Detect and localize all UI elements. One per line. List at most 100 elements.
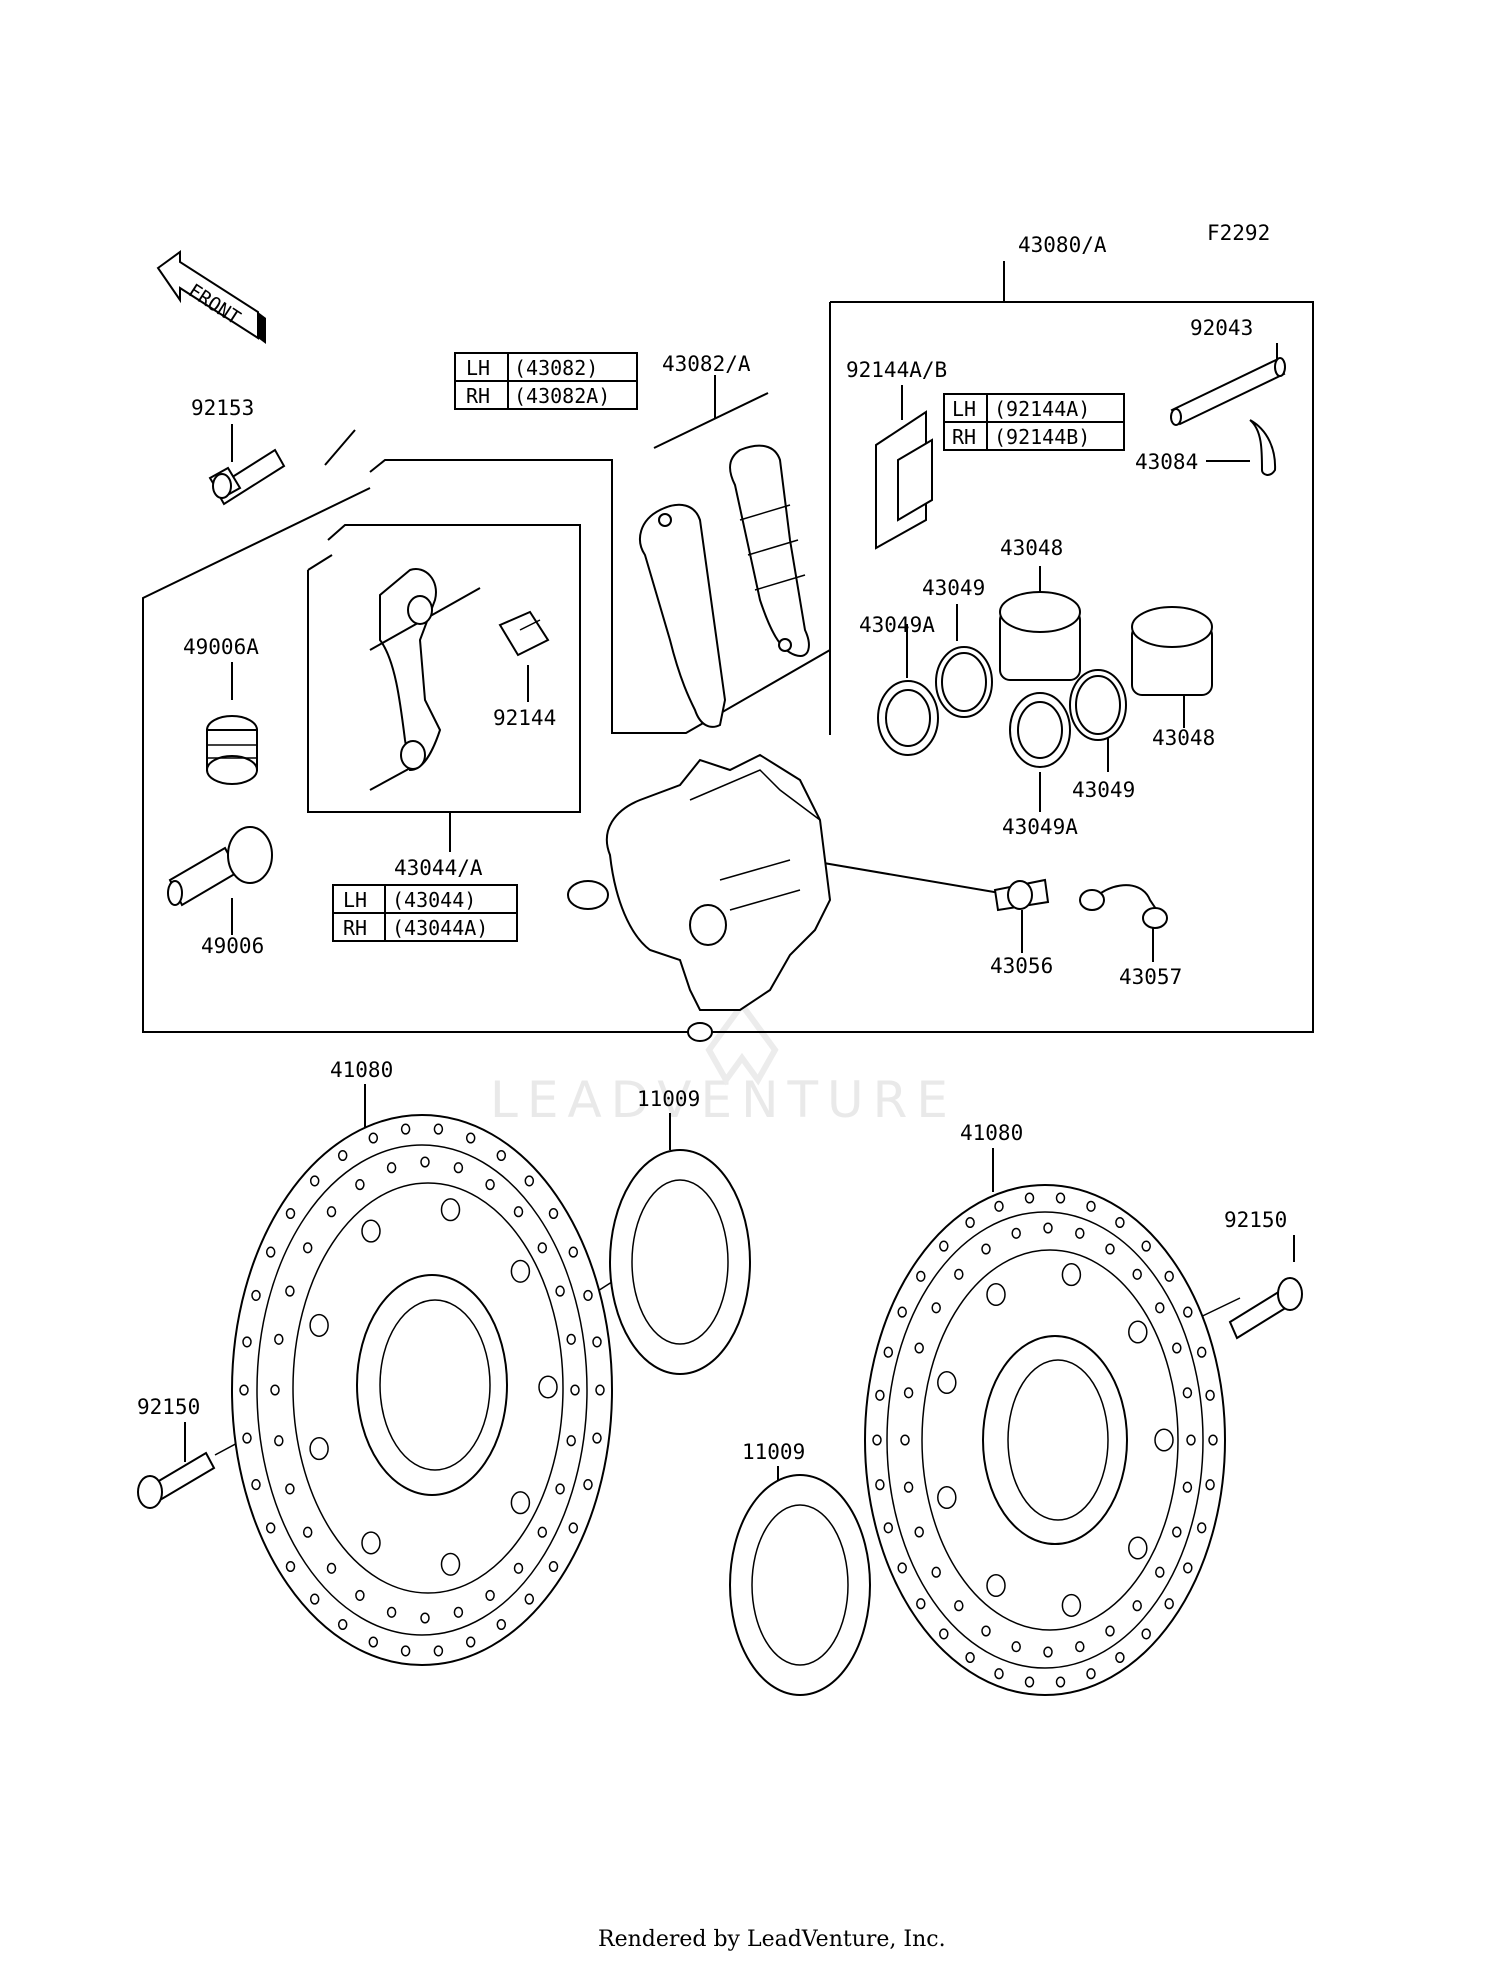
label-92150-right: 92150 [1224,1208,1287,1232]
disc-hole [1154,1428,1174,1452]
bolt-92150-left [137,1451,216,1509]
disc-hole [1183,1306,1193,1318]
label-43057: 43057 [1119,965,1182,989]
label-92150-left: 92150 [137,1395,200,1419]
disc-hole [981,1243,991,1255]
bolt-92150-right [1228,1277,1303,1340]
disc-hole [1132,1268,1142,1280]
disc-hole [555,1483,565,1495]
disc-hole [302,1526,313,1538]
disc-hole [1132,1600,1142,1612]
disc-hole [903,1481,914,1493]
caliper-assembly-box [142,261,1314,1033]
svg-text:(92144A): (92144A) [994,397,1090,421]
svg-text:LEADVENTURE: LEADVENTURE [490,1071,957,1129]
disc-hole [555,1285,565,1297]
label-43056: 43056 [990,954,1053,978]
disc-hole [513,1206,524,1218]
disc-hole [916,1598,926,1610]
disc-shim-11009-top [609,1149,751,1375]
piston-43048-top [999,591,1081,681]
disc-hole [566,1435,576,1447]
disc-hole [592,1432,602,1444]
slide-pin-49006 [167,826,273,907]
disc-hole [568,1522,579,1534]
disc-hole [1128,1320,1148,1344]
disc-hole [242,1432,252,1444]
seal-43049-top [935,646,993,718]
disc-hole [914,1342,924,1354]
disc-hole [937,1485,957,1510]
disc-hole [524,1175,535,1187]
disc-hole [903,1387,914,1399]
label-92043: 92043 [1190,316,1253,340]
svg-text:LH: LH [343,888,367,912]
disc-hole [440,1198,461,1222]
front-arrow-icon: FRONT [156,250,266,344]
disc-hole [1115,1216,1125,1229]
disc-hole [931,1566,941,1578]
disc-hole [538,1375,558,1399]
disc-hole [285,1285,295,1297]
disc-hole [1128,1536,1148,1560]
brake-disc-41080-right [864,1184,1226,1696]
label-43049-bottom: 43049 [1072,778,1135,802]
disc-hole [265,1522,276,1534]
seal-43049-bottom [1069,669,1127,741]
disc-holes-right [872,1192,1218,1688]
disc-hole [361,1531,381,1555]
label-43048-bottom: 43048 [1152,726,1215,750]
disc-hole [1075,1641,1085,1653]
label-92153: 92153 [191,396,254,420]
disc-hole [355,1589,365,1601]
disc-hole [309,1175,320,1187]
disc-hole [1086,1200,1096,1212]
svg-text:(43044A): (43044A) [392,916,488,940]
boot-49006a [206,715,258,785]
disc-hole [242,1336,252,1348]
disc-hole [400,1645,411,1657]
disc-hole [875,1479,885,1491]
footer-credit: Rendered by LeadVenture, Inc. [598,1927,946,1952]
disc-hole [965,1216,975,1229]
disc-hole [326,1562,337,1574]
disc-hole [1075,1227,1085,1239]
disc-hole [994,1668,1004,1680]
disc-hole [1141,1628,1151,1640]
disc-hole [355,1179,365,1191]
disc-hole [1164,1598,1174,1610]
watermark: LEADVENTURE [490,999,957,1129]
disc-hole [251,1289,261,1301]
seal-43049a-bottom [1009,692,1071,768]
disc-hole [285,1483,295,1495]
disc-shim-11009-bottom [729,1474,871,1696]
seal-43049a-top [877,680,939,756]
figure-code: F2292 [1207,221,1270,245]
disc-hole [440,1552,461,1576]
label-92144: 92144 [493,706,556,730]
disc-hole [937,1370,957,1395]
label-43049a-bottom: 43049A [1002,815,1078,839]
label-92144a-b: 92144A/B [846,358,947,382]
label-43049-top: 43049 [922,576,985,600]
disc-hole [309,1593,320,1605]
disc-hole [914,1526,924,1538]
bleeder-valve-43056 [993,878,1050,912]
svg-text:RH: RH [466,384,490,408]
disc-hole [548,1560,559,1573]
clip-43084 [1249,419,1277,476]
disc-hole [939,1628,949,1640]
label-43080-a: 43080/A [1018,233,1107,257]
disc-hole [883,1346,894,1358]
disc-hole [496,1618,507,1631]
disc-hole [368,1132,379,1144]
disc-hole [1011,1641,1021,1653]
disc-hole [1105,1625,1115,1637]
disc-hole [1024,1676,1035,1688]
bracket-43044a [369,568,481,791]
shim-variant-table: LH (92144A) RH (92144B) [943,393,1125,451]
disc-hole [1024,1192,1035,1204]
pin-92043 [1170,357,1286,426]
label-41080-right: 41080 [960,1121,1023,1145]
